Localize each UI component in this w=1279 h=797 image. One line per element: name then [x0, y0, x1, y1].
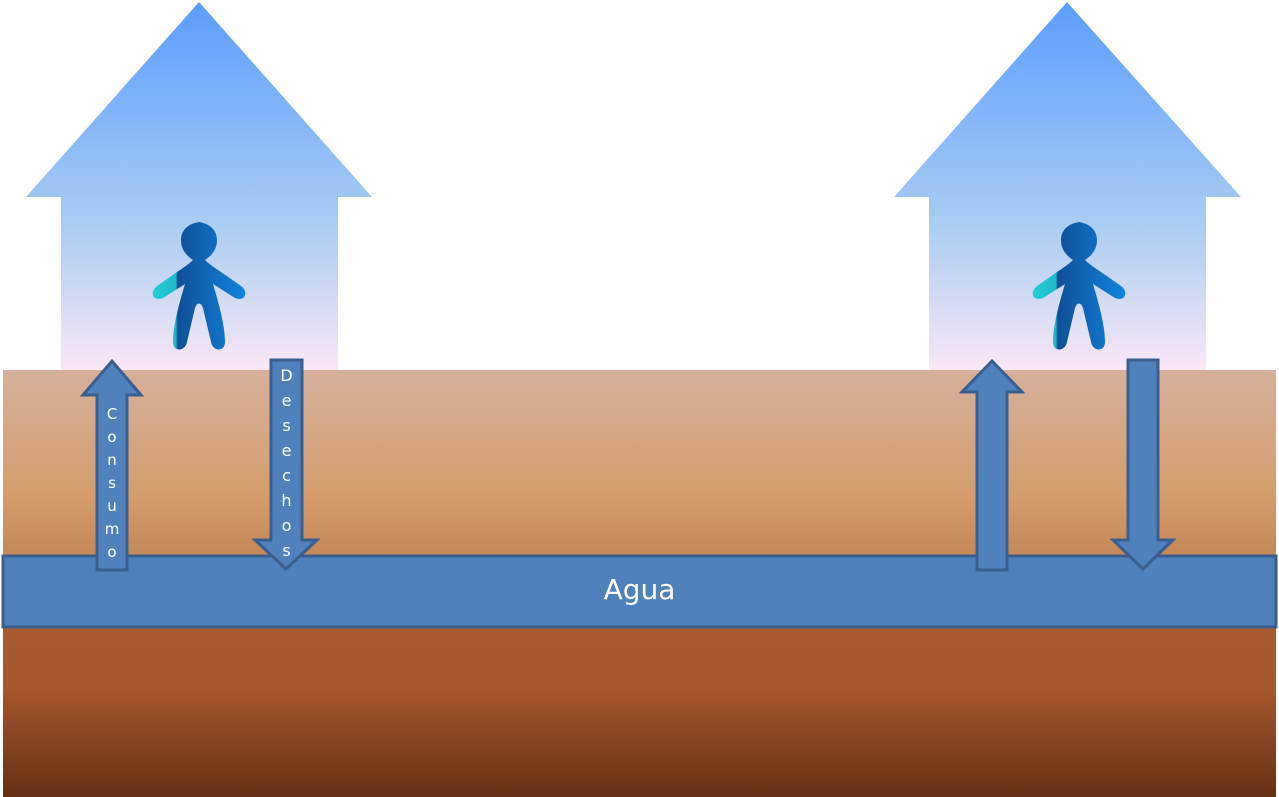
waste-label: Desechos [277, 366, 296, 566]
deep-soil-layer [3, 626, 1276, 797]
waste-arrow-down-right [1109, 358, 1177, 572]
consumption-arrow-up-left [79, 358, 145, 572]
house-right [894, 2, 1241, 372]
water-layer [1, 554, 1278, 629]
water-label: Agua [603, 573, 676, 606]
consumption-label: Consumo [103, 405, 121, 566]
house-left [26, 2, 372, 372]
waste-arrow-down-left [251, 358, 321, 572]
consumption-arrow-up-right [958, 358, 1026, 572]
topsoil-layer [3, 370, 1276, 560]
